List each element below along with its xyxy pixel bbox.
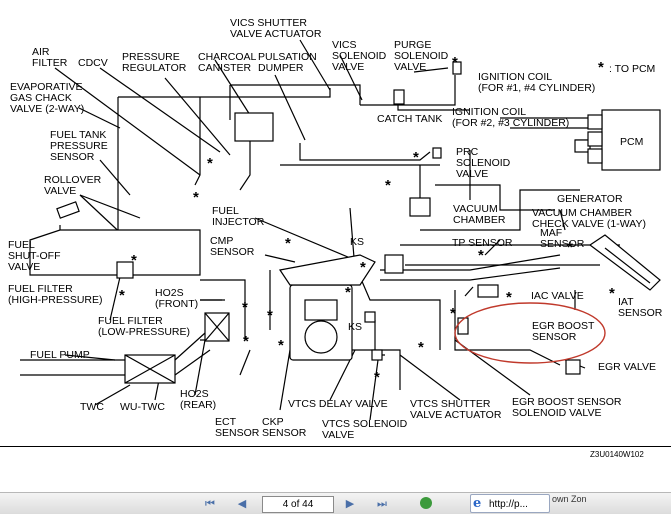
marker-rollover: *: [193, 189, 199, 206]
label-ho2s-front: HO2S(FRONT): [155, 287, 198, 310]
line-layer: [20, 39, 620, 421]
figure-code-strip: Z3U0140W102: [590, 450, 644, 459]
fuel-tank: [29, 229, 201, 276]
label-vtcs-delay-valve: VTCS DELAY VALVE: [288, 398, 388, 410]
status-ok-icon: [420, 497, 432, 509]
egr-highlight: [454, 302, 606, 364]
crankshaft: [304, 320, 338, 354]
label-ignition-coil-2-3: IGNITION COIL(FOR #2, #3 CYLINDER): [452, 106, 569, 129]
marker-canister: *: [207, 155, 213, 172]
marker-ho2s-front: *: [242, 299, 248, 316]
marker-vtcs-solenoid: *: [374, 369, 380, 386]
marker-shutoff: *: [131, 252, 137, 269]
charcoal-canister: [234, 112, 274, 142]
label-catch-tank: CATCH TANK: [377, 113, 442, 125]
marker-tp: *: [478, 247, 484, 264]
marker-prc-1: *: [413, 149, 419, 166]
marker-egr-boost: *: [450, 305, 456, 322]
label-tp-sensor: TP SENSOR: [452, 237, 513, 249]
legend-text: : TO PCM: [609, 63, 655, 75]
pcm-markers: * * * * * * * * * * * * * * * * * * * * …: [119, 54, 615, 386]
marker-ckp: *: [278, 337, 284, 354]
label-fuel-filter-high: FUEL FILTER(HIGH-PRESSURE): [8, 283, 103, 306]
label-ks: KS: [350, 236, 364, 248]
marker-prc-2: *: [385, 177, 391, 194]
page-number-field[interactable]: 4 of 44: [262, 496, 334, 513]
label-twc: TWC: [80, 401, 104, 413]
figure-code-label: Z3U0140W102: [590, 450, 644, 459]
component-layer: [29, 61, 661, 384]
browser-url-tab[interactable]: http://p...: [470, 494, 550, 513]
marker-maf: *: [567, 239, 573, 256]
legend-asterisk: *: [598, 59, 604, 76]
ie-browser-icon: e: [473, 496, 482, 511]
marker-ks: *: [360, 259, 366, 276]
label-cdcv: CDCV: [78, 57, 108, 69]
toolbar-tail-text: own Zon: [552, 494, 587, 504]
label-iac-valve: IAC VALVE: [531, 290, 584, 302]
last-page-button[interactable]: ⏭: [377, 497, 387, 510]
label-generator: GENERATOR: [557, 193, 623, 205]
next-page-button[interactable]: ▶: [345, 497, 355, 510]
marker-iac: *: [506, 289, 512, 306]
marker-engine: *: [345, 284, 351, 301]
label-ignition-coil-1-4: IGNITION COIL(FOR #1, #4 CYLINDER): [478, 71, 595, 94]
label-pcm: PCM: [620, 136, 643, 148]
marker-ho2s-rear: *: [243, 333, 249, 350]
marker-filter: *: [119, 287, 125, 304]
pdf-viewer-toolbar: ⏮ ◀ 4 of 44 ▶ ⏭ http://p... e own Zon: [0, 492, 671, 514]
first-page-button[interactable]: ⏮: [205, 497, 215, 510]
previous-page-button[interactable]: ◀: [237, 497, 247, 510]
marker-iat: *: [609, 285, 615, 302]
marker-ect: *: [267, 307, 273, 324]
marker-injector: *: [285, 235, 291, 252]
label-ks-2: KS: [348, 321, 362, 333]
label-fuel-filter-low: FUEL FILTER(LOW-PRESSURE): [98, 315, 190, 338]
label-egr-valve: EGR VALVE: [598, 361, 656, 373]
label-ho2s-rear: HO2S(REAR): [180, 388, 216, 411]
label-fuel-pump: FUEL PUMP: [30, 349, 90, 361]
marker-purge: *: [452, 54, 458, 71]
label-wu-twc: WU-TWC: [120, 401, 165, 413]
marker-vtcs: *: [418, 339, 424, 356]
